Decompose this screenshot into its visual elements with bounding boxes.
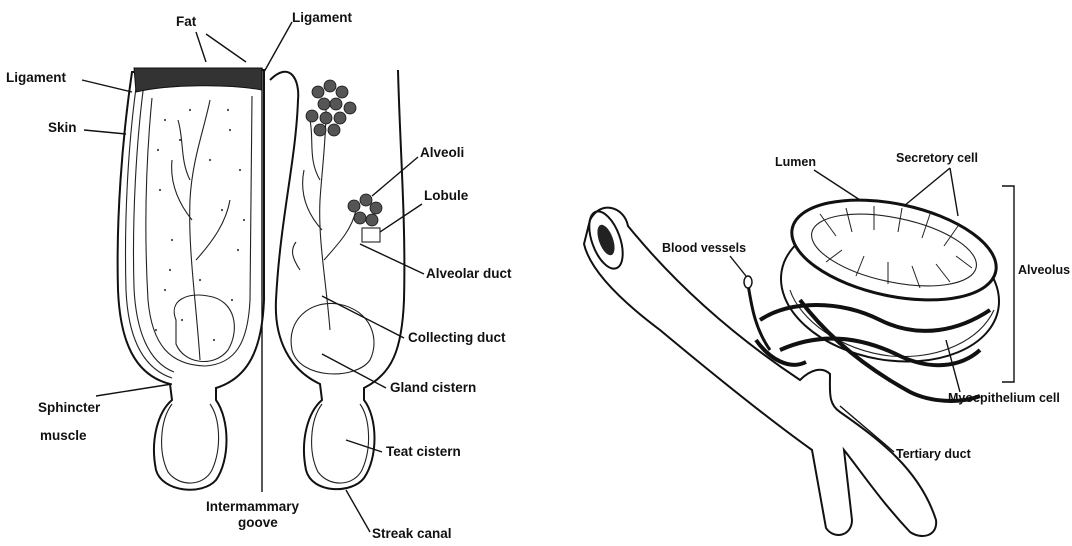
alveolus-cut-face bbox=[783, 183, 1006, 316]
label-intermammary: Intermammary bbox=[206, 499, 300, 514]
label-alveoli: Alveoli bbox=[420, 145, 464, 160]
myoepithelium-bands bbox=[756, 300, 990, 401]
label-lobule: Lobule bbox=[424, 188, 469, 203]
alveoli-clusters bbox=[306, 80, 382, 226]
udder-skin-outline bbox=[118, 70, 264, 490]
udder-cistern bbox=[174, 295, 234, 361]
duct-lumen bbox=[594, 223, 618, 258]
alveolus-bracket bbox=[1002, 186, 1014, 382]
label-streak-canal: Streak canal bbox=[372, 526, 452, 541]
right-teat-cistern bbox=[312, 404, 369, 483]
label-skin: Skin bbox=[48, 120, 77, 135]
label-ligament-left: Ligament bbox=[6, 70, 67, 85]
label-sphincter-muscle: muscle bbox=[40, 428, 87, 443]
label-alveolus: Alveolus bbox=[1018, 263, 1070, 277]
label-teat-cistern: Teat cistern bbox=[386, 444, 461, 459]
blood-vessel-end bbox=[744, 276, 752, 288]
right-gland-cistern bbox=[291, 303, 374, 373]
label-secretory-cell: Secretory cell bbox=[896, 151, 978, 165]
stipple-dots bbox=[155, 109, 245, 341]
label-tertiary-duct: Tertiary duct bbox=[896, 447, 972, 461]
label-fat: Fat bbox=[176, 14, 197, 29]
label-collecting-duct: Collecting duct bbox=[408, 330, 506, 345]
gland-tissue bbox=[146, 96, 252, 366]
label-alveolar-duct: Alveolar duct bbox=[426, 266, 512, 281]
label-myoepithelium-cell: Myoepithelium cell bbox=[948, 391, 1060, 405]
alveolus-figure bbox=[583, 183, 1014, 536]
lobule-box bbox=[362, 228, 380, 242]
label-blood-vessels: Blood vessels bbox=[662, 241, 746, 255]
udder-right-half bbox=[270, 70, 404, 489]
alveolus-labels: Lumen Secretory cell Blood vessels Alveo… bbox=[662, 151, 1070, 461]
udder-teat-cistern bbox=[162, 404, 219, 483]
label-ligament-top: Ligament bbox=[292, 10, 353, 25]
label-lumen: Lumen bbox=[775, 155, 816, 169]
label-sphincter: Sphincter bbox=[38, 400, 101, 415]
udder-left-half bbox=[118, 68, 264, 490]
fat-cap bbox=[134, 68, 262, 92]
label-gland-cistern: Gland cistern bbox=[390, 380, 476, 395]
label-goove: goove bbox=[238, 515, 278, 530]
